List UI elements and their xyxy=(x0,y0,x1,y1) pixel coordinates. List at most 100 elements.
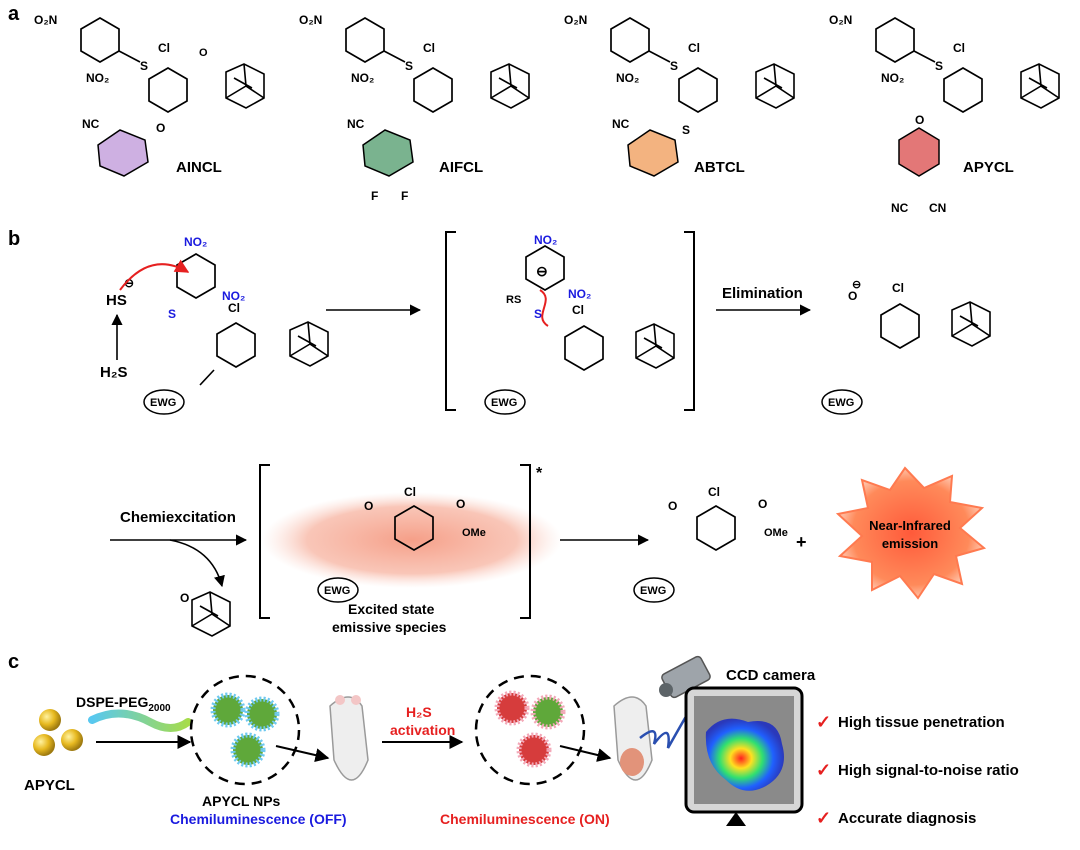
anion-charge: ⊖ xyxy=(536,263,548,279)
atom-cl: Cl xyxy=(228,301,240,315)
atom-ome: OMe xyxy=(462,527,486,539)
cl-off-label: Chemiluminescence (OFF) xyxy=(170,811,347,827)
atom-nc: NC xyxy=(891,201,909,215)
apycl-nps-label: APYCL NPs xyxy=(202,793,281,809)
h2s-activation-line1: H₂S xyxy=(406,704,432,720)
excited-state-line2: emissive species xyxy=(332,619,447,635)
aincl-ring xyxy=(97,129,149,177)
ewg-label: EWG xyxy=(828,397,854,409)
excited-state-line1: Excited state xyxy=(348,601,435,617)
phenolate-charge: ⊖ xyxy=(852,279,861,291)
dspe-peg-label: DSPE-PEG2000 xyxy=(76,694,171,714)
reactant-probe: NO₂ NO₂ S Cl EWG xyxy=(143,235,329,415)
atom-no2-top: NO₂ xyxy=(184,235,207,249)
atom-f-1: F xyxy=(371,189,378,203)
probe-aincl: O₂N NO₂ S Cl O NC O AINCL xyxy=(34,13,265,177)
mouse-injection xyxy=(329,695,369,781)
probe-name-apycl: APYCL xyxy=(963,159,1014,176)
benefit-2: High signal-to-noise ratio xyxy=(838,762,1019,779)
imaging-arrow xyxy=(559,745,612,762)
atom-s: S xyxy=(935,59,943,73)
probe-aifcl: O₂N NO₂ S Cl NC F F AIFCL xyxy=(299,13,530,203)
benefit-check-1: ✓ xyxy=(816,712,831,732)
h2s-activation-line2: activation xyxy=(390,722,455,738)
hs-label: HS xyxy=(106,292,127,309)
ewg-label: EWG xyxy=(150,397,176,409)
atom-no2: NO₂ xyxy=(351,71,374,85)
probe-name-aifcl: AIFCL xyxy=(439,159,483,176)
atom-cn: CN xyxy=(929,201,946,215)
atom-o2n: O₂N xyxy=(829,13,852,27)
atom-o-phenolate: O xyxy=(668,499,677,513)
imaging-monitor xyxy=(684,686,804,826)
nir-line1: Near-Infrared xyxy=(869,518,951,533)
bioluminescence-heatmap xyxy=(705,718,784,791)
nir-emission-burst: Near-Infrared emission xyxy=(835,466,987,600)
atom-no2: NO₂ xyxy=(881,71,904,85)
ewg-label: EWG xyxy=(491,397,517,409)
atom-s-ring: S xyxy=(682,123,690,137)
atom-o-phenolate: O xyxy=(848,289,857,303)
benefit-1: High tissue penetration xyxy=(838,714,1005,731)
atom-cl: Cl xyxy=(892,281,904,295)
h2s-label: H₂S xyxy=(100,364,128,381)
atom-cl: Cl xyxy=(953,41,965,55)
apycl-molecules xyxy=(33,709,83,756)
atom-no2: NO₂ xyxy=(86,71,109,85)
ccd-camera xyxy=(659,655,711,699)
benefits-list: ✓ High tissue penetration ✓ High signal-… xyxy=(816,712,1019,828)
panel-label-b: b xyxy=(8,228,20,250)
atom-cl: Cl xyxy=(708,485,720,499)
phenolate-dioxetane: O ⊖ Cl EWG xyxy=(821,279,991,415)
atom-o-carbonyl: O xyxy=(758,497,767,511)
atom-no2-top: NO₂ xyxy=(534,233,557,247)
chemiexcitation-label: Chemiexcitation xyxy=(120,509,236,526)
atom-s-intermediate: S xyxy=(534,307,542,321)
ewg-label: EWG xyxy=(324,585,350,597)
nir-line2: emission xyxy=(882,536,938,551)
excited-state-species: * O Cl O OMe EWG Excited state emissive … xyxy=(259,464,562,635)
atom-no2: NO₂ xyxy=(616,71,639,85)
plus-sign: + xyxy=(796,532,807,552)
emission-wave xyxy=(639,709,692,749)
atom-o-ketone: O xyxy=(156,121,165,135)
atom-f-2: F xyxy=(401,189,408,203)
probe-name-aincl: AINCL xyxy=(176,159,222,176)
apycl-label: APYCL xyxy=(24,777,75,794)
ground-state-product: O Cl O OMe EWG xyxy=(633,485,788,603)
atom-o-ketone: O xyxy=(180,591,189,605)
probe-apycl: O₂N NO₂ S Cl O NC CN APYCL xyxy=(829,13,1060,215)
benefit-check-2: ✓ xyxy=(816,760,831,780)
atom-s-reactant: S xyxy=(168,307,176,321)
excited-glow xyxy=(262,492,562,588)
probe-abtcl: O₂N NO₂ S Cl NC S ABTCL xyxy=(564,13,795,177)
atom-o: O xyxy=(199,47,208,59)
adamantanone-release-arrow xyxy=(169,539,225,588)
atom-o2n: O₂N xyxy=(564,13,587,27)
atom-cl: Cl xyxy=(423,41,435,55)
aifcl-ring xyxy=(362,129,414,177)
abtcl-ring xyxy=(627,129,679,177)
atom-no2-side: NO₂ xyxy=(222,289,245,303)
atom-o2n: O₂N xyxy=(34,13,57,27)
mouse-imaging xyxy=(613,696,692,781)
atom-cl: Cl xyxy=(572,303,584,317)
panel-label-a: a xyxy=(8,3,20,25)
atom-o-pyran: O xyxy=(915,113,924,127)
panel-label-c: c xyxy=(8,651,19,673)
apycl-ring xyxy=(898,127,940,177)
hs-charge: ⊖ xyxy=(124,276,134,290)
nir-burst-shape xyxy=(835,466,987,600)
ewg-label: EWG xyxy=(640,585,666,597)
adamantanone: O xyxy=(180,591,231,637)
atom-cl: Cl xyxy=(404,485,416,499)
nanoparticles-off xyxy=(189,674,301,786)
atom-s: S xyxy=(405,59,413,73)
atom-o-phenolate: O xyxy=(364,499,373,513)
atom-cl: Cl xyxy=(158,41,170,55)
benefit-check-3: ✓ xyxy=(816,808,831,828)
probe-name-abtcl: ABTCL xyxy=(694,159,745,176)
atom-nc: NC xyxy=(612,117,630,131)
atom-nc: NC xyxy=(82,117,100,131)
